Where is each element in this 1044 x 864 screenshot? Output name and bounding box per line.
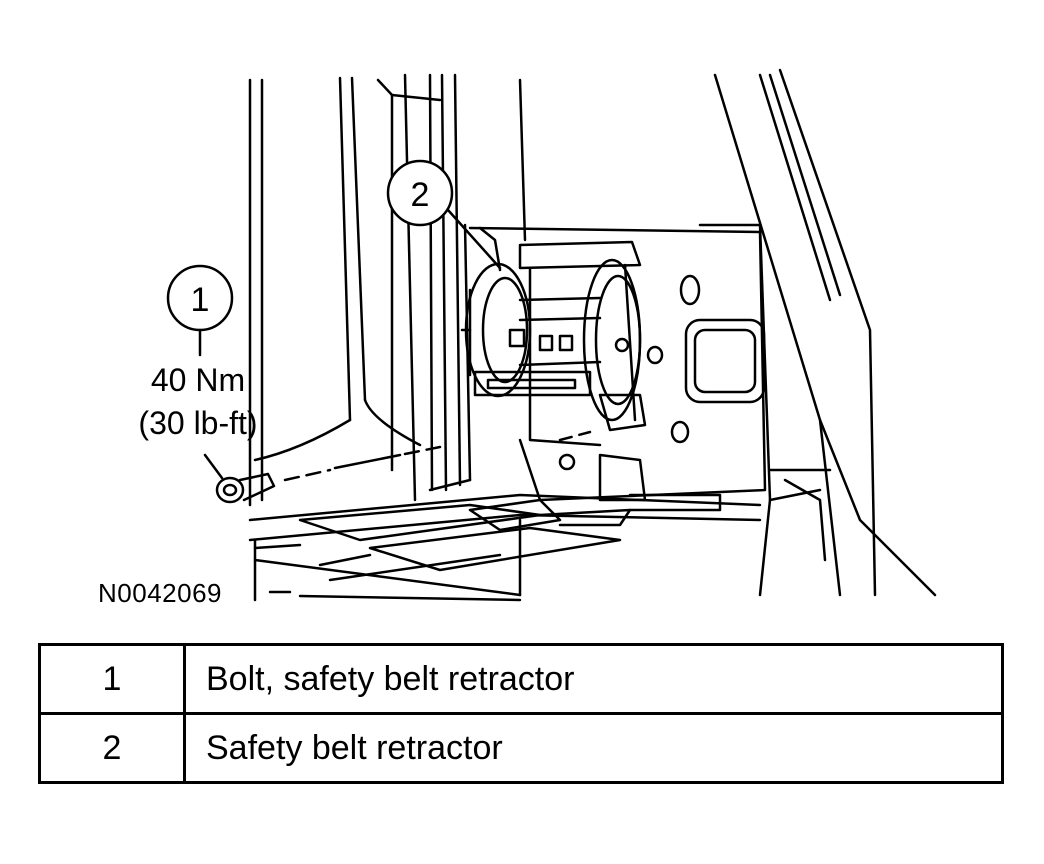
floor-panel [248, 493, 762, 602]
legend-row: 1 Bolt, safety belt retractor [38, 643, 1004, 715]
bolt [203, 430, 592, 504]
pillar-outline [248, 73, 527, 507]
legend-number: 1 [38, 643, 186, 715]
legend-description: Safety belt retractor [183, 712, 1004, 784]
callout-2-number: 2 [411, 176, 430, 214]
callout-1-number: 1 [191, 281, 210, 319]
legend-table: 1 Bolt, safety belt retractor 2 Safety b… [38, 643, 1004, 784]
retractor-assembly [460, 240, 647, 471]
callout-1: 1 [166, 264, 234, 357]
legend-description: Bolt, safety belt retractor [183, 643, 1004, 715]
legend-row: 2 Safety belt retractor [38, 712, 1004, 784]
mounting-plate [468, 226, 767, 502]
torque-metric: 40 Nm [150, 362, 246, 398]
callout-2: 2 [386, 159, 502, 270]
figure-id: N0042069 [98, 578, 222, 608]
right-pillar [698, 68, 937, 597]
retractor-illustration: 1 2 [166, 68, 937, 602]
legend-number: 2 [38, 712, 186, 784]
torque-imperial: (30 lb-ft) [138, 405, 258, 441]
